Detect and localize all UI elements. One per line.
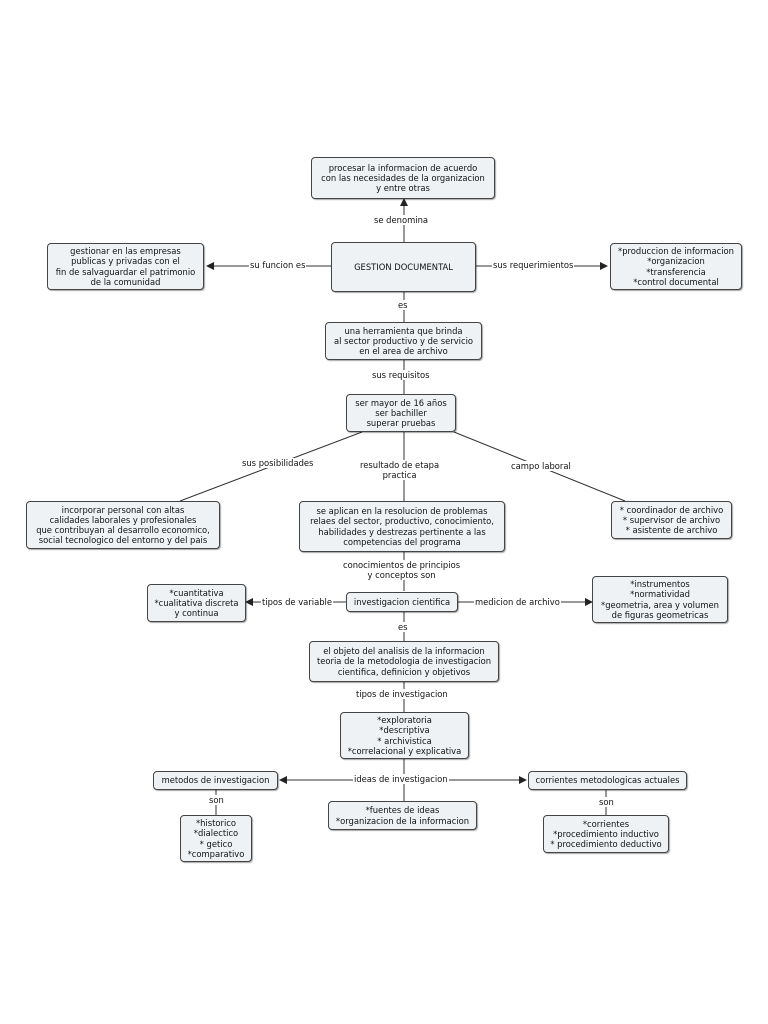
label-es-2: es (397, 622, 409, 633)
node-procesar: procesar la informacion de acuerdo con l… (311, 157, 495, 199)
label-resultado: resultado de etapa practica (359, 460, 441, 481)
node-metodos: metodos de investigacion (153, 771, 278, 790)
label-es-1: es (397, 300, 409, 311)
node-instrumentos: *instrumentos *normatividad *geometria, … (592, 576, 728, 623)
node-tipos: *exploratoria *descriptiva * archivistic… (340, 712, 469, 759)
node-herramienta: una herramienta que brinda al sector pro… (325, 322, 482, 360)
label-medicion: medicion de archivo (474, 597, 561, 608)
node-coordinador: * coordinador de archivo * supervisor de… (611, 501, 732, 539)
label-son-2: son (598, 797, 615, 808)
label-conocimientos: conocimientos de principios y conceptos … (342, 560, 462, 581)
node-aplican: se aplican en la resolucion de problemas… (299, 501, 505, 552)
label-tipos-de-variable: tipos de variable (261, 597, 333, 608)
node-requerimientos: *produccion de informacion *organizacion… (610, 243, 742, 290)
node-investigacion-cientifica: investigacion cientifica (346, 592, 458, 612)
label-ideas: ideas de investigacion (353, 774, 449, 785)
label-campo-laboral: campo laboral (510, 461, 572, 472)
node-incorporar: incorporar personal con altas calidades … (26, 501, 220, 549)
node-gestionar: gestionar en las empresas publicas y pri… (47, 243, 204, 290)
node-corrientes-metodologicas: corrientes metodologicas actuales (528, 771, 687, 790)
label-sus-requerimientos: sus requerimientos (492, 260, 575, 271)
label-sus-requisitos: sus requisitos (371, 370, 431, 381)
label-su-funcion-es: su funcion es (249, 260, 307, 271)
node-corrientes-list: *corrientes *procedimiento inductivo * p… (543, 815, 669, 853)
label-tipos-de-investigacion: tipos de investigacion (355, 689, 449, 700)
node-historico: *historico *dialectico * getico *compara… (180, 815, 252, 862)
node-requisitos: ser mayor de 16 años ser bachiller super… (346, 394, 456, 432)
node-objeto: el objeto del analisis de la informacion… (309, 641, 499, 682)
label-sus-posibilidades: sus posibilidades (241, 458, 315, 469)
label-son-1: son (208, 795, 225, 806)
node-cuantitativa: *cuantitativa *cualitativa discreta y co… (147, 584, 246, 622)
label-se-denomina: se denomina (373, 215, 430, 226)
node-gestion-documental: GESTION DOCUMENTAL (331, 242, 476, 292)
node-fuentes: *fuentes de ideas *organizacion de la in… (328, 801, 477, 830)
